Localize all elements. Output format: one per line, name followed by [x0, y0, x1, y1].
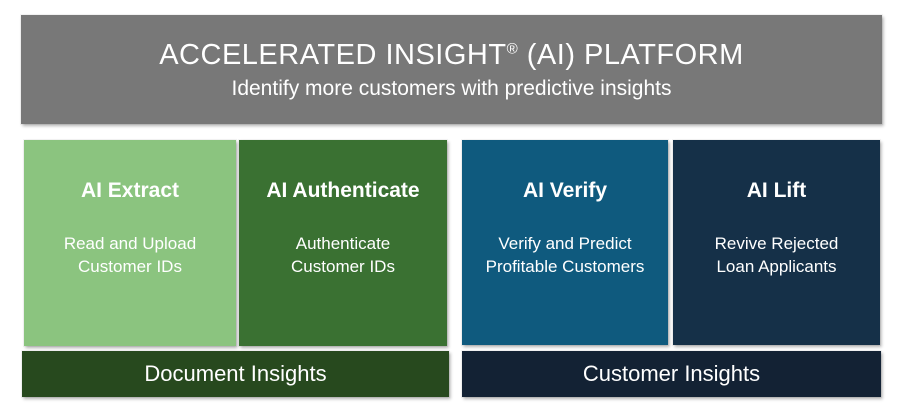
platform-header: ACCELERATED INSIGHT® (AI) PLATFORM Ident…: [21, 15, 882, 124]
product-description-line: Profitable Customers: [485, 257, 645, 276]
product-description: Verify and Predict Profitable Customers: [486, 232, 645, 278]
product-description: Authenticate Customer IDs: [291, 232, 395, 278]
product-description-line: Customer IDs: [291, 257, 395, 276]
product-title: AI Lift: [746, 179, 807, 202]
product-description: Revive Rejected Loan Applicants: [715, 232, 839, 278]
product-title: AI Authenticate: [266, 179, 420, 202]
product-card-ai-verify: AI Verify Verify and Predict Profitable …: [462, 140, 668, 345]
product-description-line: Loan Applicants: [716, 257, 837, 276]
category-label: Customer Insights: [582, 361, 761, 386]
category-bar-document-insights: Document Insights: [22, 351, 449, 397]
product-description: Read and Upload Customer IDs: [64, 232, 196, 278]
page-subtitle: Identify more customers with predictive …: [231, 77, 672, 100]
registered-trademark-symbol: ®: [506, 40, 519, 58]
product-description-line: Revive Rejected: [714, 234, 839, 253]
product-description-line: Read and Upload: [63, 234, 197, 253]
product-card-ai-extract: AI Extract Read and Upload Customer IDs: [24, 140, 236, 346]
title-text-suffix: (AI) PLATFORM: [518, 39, 744, 71]
category-label: Document Insights: [144, 361, 327, 386]
page-title: ACCELERATED INSIGHT® (AI) PLATFORM: [159, 37, 744, 73]
product-card-ai-authenticate: AI Authenticate Authenticate Customer ID…: [239, 140, 447, 346]
product-title: AI Extract: [80, 179, 180, 202]
title-text: ACCELERATED INSIGHT: [159, 39, 507, 71]
product-description-line: Authenticate: [295, 234, 391, 253]
product-description-line: Verify and Predict: [498, 234, 632, 253]
product-description-line: Customer IDs: [78, 257, 182, 276]
product-title: AI Verify: [522, 179, 608, 202]
product-card-ai-lift: AI Lift Revive Rejected Loan Applicants: [673, 140, 880, 345]
category-bar-customer-insights: Customer Insights: [462, 351, 881, 397]
